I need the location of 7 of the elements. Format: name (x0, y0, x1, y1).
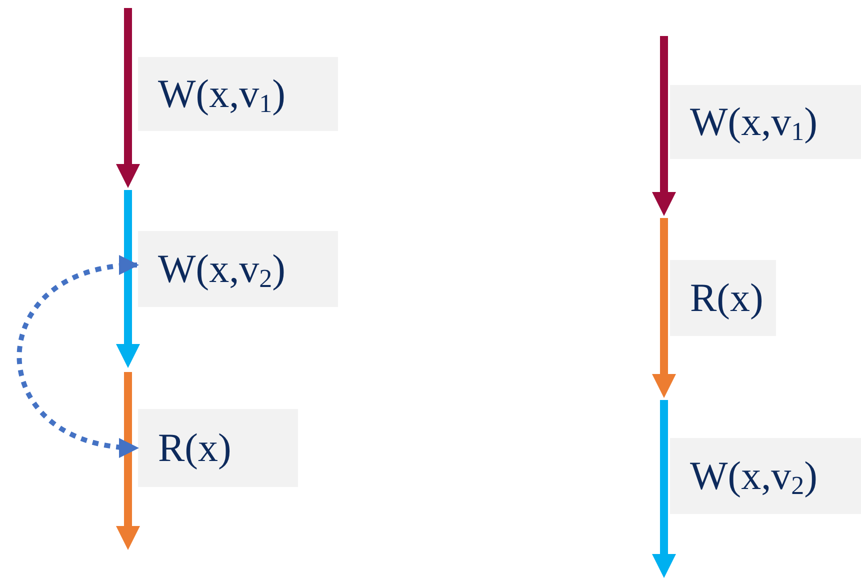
operation-label: R(x) (138, 409, 298, 487)
operation-label: W(x,v$_{2}$) (670, 438, 861, 514)
arrow (17, 256, 139, 456)
operation-label: R(x) (670, 260, 776, 336)
operation-label: W(x,v$_{1}$) (670, 85, 861, 159)
operation-label: W(x,v$_{2}$) (138, 231, 338, 307)
operation-label: W(x,v$_{1}$) (138, 57, 338, 131)
